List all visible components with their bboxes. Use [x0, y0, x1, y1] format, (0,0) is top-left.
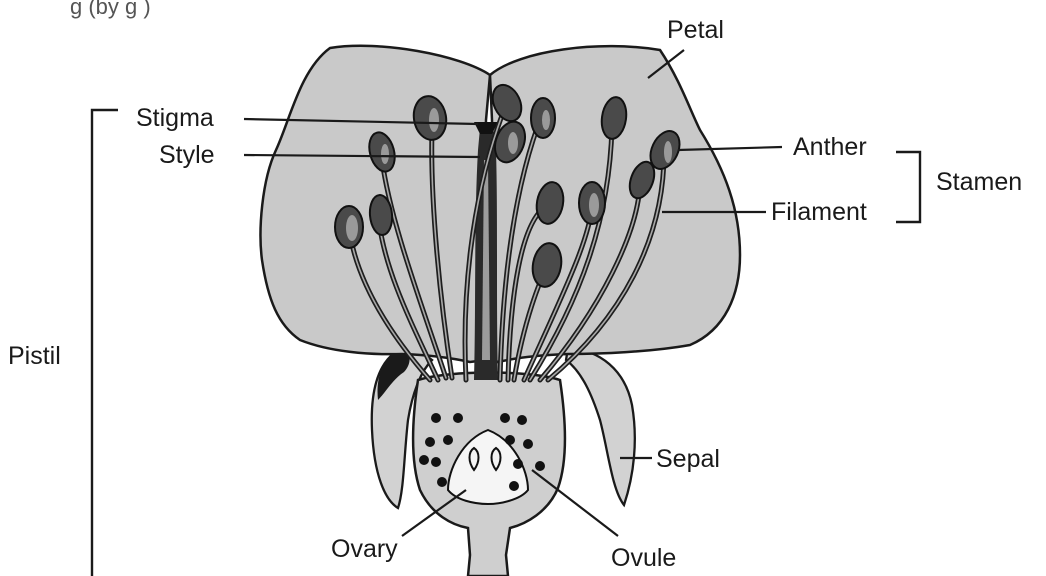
- ovule-dot: [523, 439, 533, 449]
- ovule-dot: [513, 459, 523, 469]
- ovule-dot: [419, 455, 429, 465]
- ovule-dot: [535, 461, 545, 471]
- ovule-dot: [509, 481, 519, 491]
- label-sepal: Sepal: [656, 445, 720, 473]
- stamen-bracket: [896, 152, 920, 222]
- label-stigma: Stigma: [136, 104, 214, 132]
- anther-shape: [381, 144, 389, 164]
- ovule-dot: [437, 477, 447, 487]
- ovule-dot: [505, 435, 515, 445]
- anther-shape: [542, 110, 550, 130]
- label-ovule: Ovule: [611, 544, 676, 572]
- anther-shape: [589, 193, 599, 217]
- ovule-dot: [431, 457, 441, 467]
- ovule-open: [492, 448, 501, 470]
- label-filament: Filament: [771, 198, 867, 226]
- label-ovary: Ovary: [331, 535, 398, 563]
- anther-shape: [664, 141, 672, 163]
- ovule-dot: [425, 437, 435, 447]
- ovule-open: [470, 448, 479, 470]
- label-style: Style: [159, 141, 215, 169]
- label-stamen: Stamen: [936, 168, 1022, 196]
- pistil-bracket: [92, 110, 118, 576]
- right-sepal: [566, 348, 635, 505]
- ovule-dot: [453, 413, 463, 423]
- anther-shape: [429, 108, 439, 132]
- ovule-dot: [517, 415, 527, 425]
- anther-shape: [508, 132, 518, 154]
- label-petal: Petal: [667, 16, 724, 44]
- ovule-dot: [500, 413, 510, 423]
- ovule-dot: [443, 435, 453, 445]
- anther-shape: [346, 215, 358, 241]
- label-anther: Anther: [793, 133, 867, 161]
- label-pistil: Pistil: [8, 342, 61, 370]
- header-fragment: g (by g ): [70, 0, 151, 19]
- ovule-dot: [431, 413, 441, 423]
